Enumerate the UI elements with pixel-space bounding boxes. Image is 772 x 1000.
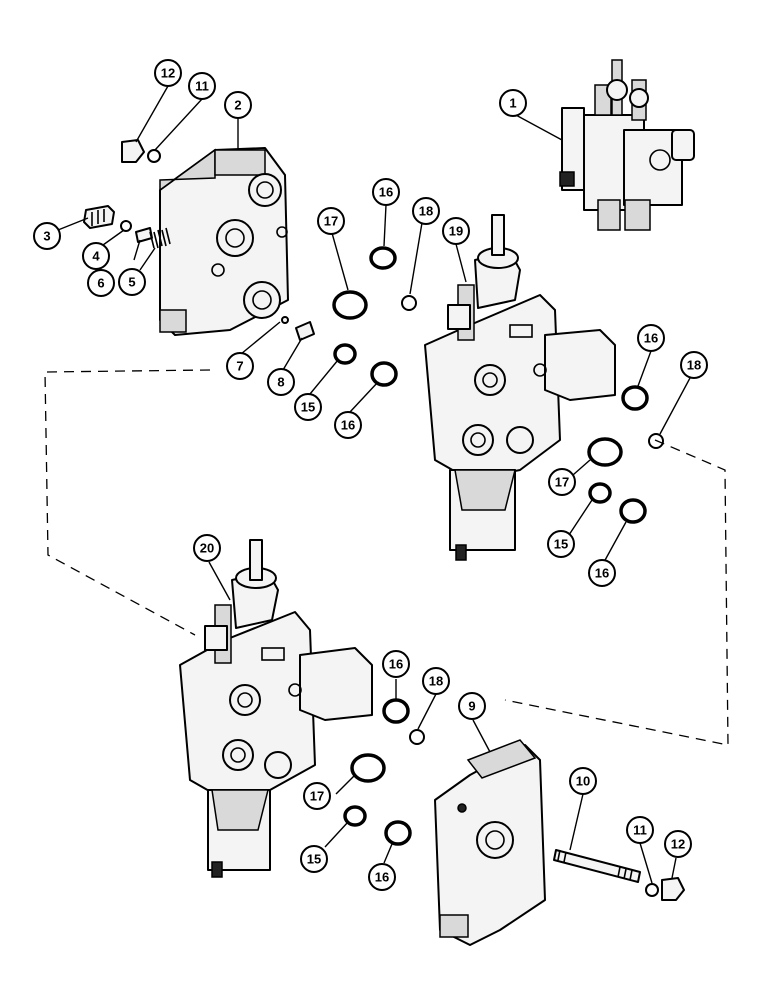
- plug-part-8: [295, 321, 315, 341]
- callout-18-b: 18: [680, 351, 708, 379]
- svg-text:15: 15: [301, 400, 315, 415]
- svg-text:16: 16: [341, 418, 355, 433]
- callout-9: 9: [458, 692, 486, 720]
- svg-text:4: 4: [92, 249, 100, 264]
- o-ring-part-16-d: [619, 498, 647, 524]
- callout-16-d: 16: [588, 559, 616, 587]
- callout-16-c: 16: [637, 324, 665, 352]
- callout-1: 1: [499, 89, 527, 117]
- svg-text:17: 17: [324, 214, 338, 229]
- seal-ring-part-4: [120, 220, 132, 232]
- callout-11-b: 11: [626, 816, 654, 844]
- callout-16-a: 16: [372, 178, 400, 206]
- o-ring-part-18-a: [401, 295, 417, 311]
- valve-assembly-part-1: [559, 59, 695, 231]
- callout-2: 2: [224, 91, 252, 119]
- callout-17-b: 17: [548, 468, 576, 496]
- callout-6-visible: 6: [87, 269, 115, 297]
- svg-text:11: 11: [633, 823, 647, 838]
- svg-text:8: 8: [277, 375, 284, 390]
- svg-text:3: 3: [43, 229, 50, 244]
- o-ring-part-17-c: [350, 753, 386, 783]
- svg-text:12: 12: [671, 837, 685, 852]
- o-ring-part-16-e: [382, 698, 410, 724]
- svg-text:6: 6: [97, 276, 104, 291]
- svg-text:19: 19: [449, 224, 463, 239]
- o-ring-part-17-a: [332, 290, 368, 320]
- inlet-end-cover-part-2: [159, 147, 289, 336]
- svg-text:10: 10: [576, 774, 590, 789]
- svg-text:16: 16: [375, 870, 389, 885]
- callout-8: 8: [267, 368, 295, 396]
- o-ring-part-15-c: [343, 805, 367, 827]
- svg-text:15: 15: [307, 852, 321, 867]
- callout-19: 19: [442, 217, 470, 245]
- o-ring-part-15-a: [333, 343, 357, 365]
- callout-15-a: 15: [294, 393, 322, 421]
- o-ring-part-18-b: [648, 433, 664, 449]
- washer-part-11-lower: [645, 883, 659, 897]
- o-ring-part-16-c: [621, 385, 649, 411]
- svg-text:11: 11: [195, 79, 209, 94]
- o-ring-part-16-a: [369, 246, 397, 270]
- callout-16-e: 16: [382, 650, 410, 678]
- callout-18-c: 18: [422, 667, 450, 695]
- svg-text:12: 12: [161, 66, 175, 81]
- relief-fitting-part-3: [83, 205, 115, 229]
- poppet-part-6: [135, 227, 153, 243]
- callout-17-a: 17: [317, 207, 345, 235]
- callout-15-b: 15: [547, 530, 575, 558]
- o-ring-part-16-b: [370, 361, 398, 387]
- callout-20: 20: [193, 534, 221, 562]
- svg-text:1: 1: [509, 96, 516, 111]
- svg-text:16: 16: [595, 566, 609, 581]
- callout-18-a: 18: [412, 197, 440, 225]
- callout-12-b: 12: [664, 830, 692, 858]
- o-ring-part-16-f: [384, 820, 412, 846]
- callout-12-a: 12: [154, 59, 182, 87]
- svg-text:18: 18: [429, 674, 443, 689]
- check-ball-part-7: [281, 316, 289, 324]
- washer-part-11-upper: [147, 149, 161, 163]
- svg-text:15: 15: [554, 537, 568, 552]
- callout-11-a: 11: [188, 72, 216, 100]
- o-ring-part-17-b: [587, 437, 623, 467]
- o-ring-part-18-c: [409, 729, 425, 745]
- svg-text:16: 16: [389, 657, 403, 672]
- svg-text:5: 5: [128, 275, 135, 290]
- dashed-assembly-line: [44, 369, 729, 746]
- callout-16-f: 16: [368, 863, 396, 891]
- svg-text:17: 17: [555, 475, 569, 490]
- callout-4: 4: [82, 242, 110, 270]
- callout-10: 10: [569, 767, 597, 795]
- spring-part-5: [149, 227, 171, 249]
- svg-text:2: 2: [234, 98, 241, 113]
- tie-rod-part-10: [553, 849, 641, 883]
- svg-text:7: 7: [236, 359, 243, 374]
- svg-text:17: 17: [310, 789, 324, 804]
- nut-part-12-upper: [121, 139, 145, 163]
- callout-5: 5: [118, 268, 146, 296]
- callout-17-c: 17: [303, 782, 331, 810]
- outlet-end-cover-part-9: [434, 739, 546, 946]
- nut-part-12-lower: [661, 877, 685, 901]
- valve-section-part-20: [179, 539, 373, 878]
- o-ring-part-15-b: [588, 482, 612, 504]
- svg-text:20: 20: [200, 541, 214, 556]
- callout-7: 7: [226, 352, 254, 380]
- svg-text:9: 9: [468, 699, 475, 714]
- callout-15-c: 15: [300, 845, 328, 873]
- svg-text:16: 16: [379, 185, 393, 200]
- callout-3: 3: [33, 222, 61, 250]
- svg-text:18: 18: [419, 204, 433, 219]
- valve-section-part-19: [424, 214, 616, 561]
- svg-text:18: 18: [687, 358, 701, 373]
- svg-text:16: 16: [644, 331, 658, 346]
- callout-16-b: 16: [334, 411, 362, 439]
